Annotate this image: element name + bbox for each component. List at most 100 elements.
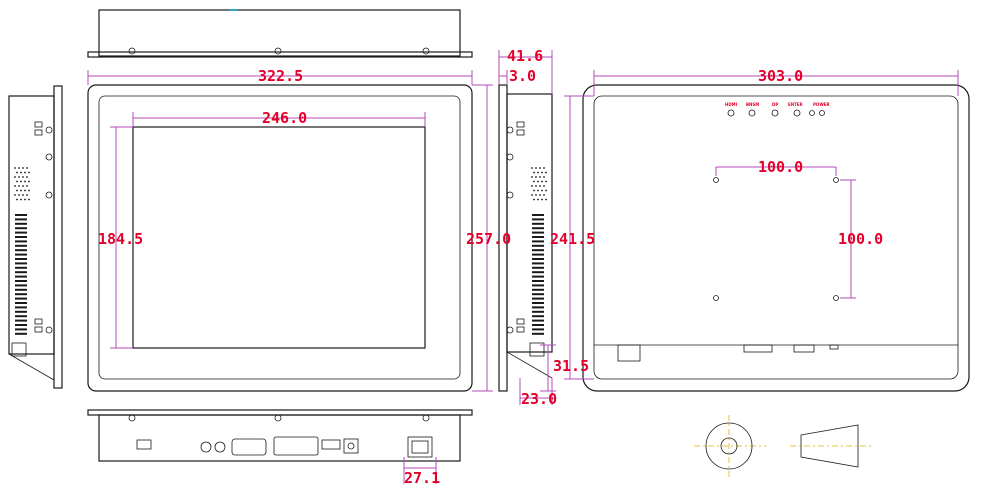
vent-dot (535, 194, 537, 196)
vent-dot (16, 198, 18, 201)
vent-slot (532, 253, 544, 256)
side-offset-label: 23.0 (521, 390, 557, 408)
bottom-view (87, 409, 473, 462)
vent-slot (15, 293, 27, 296)
vent-slot (532, 284, 544, 287)
vent-dot (28, 171, 30, 174)
vent-slot (532, 332, 544, 335)
vent-dot (18, 167, 20, 169)
led-label-bnsm: BNSM (746, 102, 759, 107)
vent-slot (532, 306, 544, 309)
vent-dot (22, 176, 24, 178)
vent-slot (15, 280, 27, 282)
vent-dot (20, 189, 22, 192)
vent-slot (15, 222, 27, 225)
vent-dot (531, 176, 533, 178)
vent-slot (15, 319, 27, 322)
back-width-label: 303.0 (758, 67, 803, 85)
vent-dot (20, 180, 22, 183)
vent-slot (15, 262, 27, 265)
vent-dot (535, 185, 537, 187)
vent-dot (541, 198, 543, 201)
vent-slot (15, 236, 27, 238)
vent-dot (531, 194, 533, 196)
vent-slot (15, 288, 27, 291)
vent-dot (545, 189, 547, 192)
vent-dot (14, 185, 16, 187)
hdmi-port (321, 439, 341, 450)
hole-detail (694, 415, 766, 478)
bezel-label: 3.0 (509, 67, 536, 85)
vent-slot (15, 240, 27, 243)
vent-dot (541, 171, 543, 174)
usb-port (136, 439, 152, 450)
vent-dot (22, 185, 24, 187)
vent-slot (532, 271, 544, 274)
right-side-view (498, 84, 553, 392)
vent-slot (15, 244, 27, 247)
vesa-vertical-label: 100.0 (838, 230, 883, 248)
vent-slot (532, 328, 544, 331)
vent-slot (532, 240, 544, 243)
bottom-offset-label: 31.5 (553, 357, 589, 375)
vent-slot (532, 227, 544, 230)
vent-dot (533, 180, 535, 183)
vesa-hole-bottom-right (833, 295, 839, 301)
vent-dot (533, 171, 535, 174)
screen-width-label: 246.0 (262, 109, 307, 127)
vent-slot (532, 262, 544, 265)
dvi-port (273, 436, 319, 456)
vent-dot (535, 176, 537, 178)
vent-slot (15, 315, 27, 318)
vent-dot (541, 180, 543, 183)
vent-dot (531, 167, 533, 169)
vent-slot (532, 297, 544, 300)
back-view: HDMI BNSM DP ENTER POWER (582, 84, 970, 392)
vga-port (231, 438, 267, 456)
vent-dot (537, 198, 539, 201)
vent-slot (15, 332, 27, 335)
vent-dot (533, 189, 535, 192)
vent-dot (539, 185, 541, 187)
led-label-enter: ENTER (788, 102, 803, 107)
vent-dot (539, 194, 541, 196)
led-label-dp: DP (772, 102, 778, 107)
vent-slot (532, 310, 544, 313)
vent-slot (15, 218, 27, 221)
vent-slot (15, 253, 27, 256)
front-view (87, 84, 473, 392)
vent-dot (539, 176, 541, 178)
audio-jack (200, 441, 212, 453)
led-label-hdmi: HDMI (725, 102, 738, 107)
vent-slot (532, 222, 544, 225)
vent-dot (24, 180, 26, 183)
vent-dot (541, 189, 543, 192)
vent-slot (532, 319, 544, 322)
vent-slot (15, 306, 27, 309)
vent-slot (15, 310, 27, 313)
vent-dot (24, 171, 26, 174)
vent-dot (14, 176, 16, 178)
left-side-view (8, 85, 63, 389)
vent-dot (20, 171, 22, 174)
vent-dot (24, 198, 26, 201)
audio-jack (214, 441, 226, 453)
vent-slot (532, 249, 544, 252)
vent-slot (15, 275, 27, 278)
vent-slot (532, 275, 544, 278)
vent-slot (532, 280, 544, 282)
vent-dot (14, 167, 16, 169)
terminal-connector (407, 436, 433, 458)
taper-detail (790, 424, 872, 468)
vent-slot (15, 227, 27, 230)
vent-slot (532, 214, 544, 216)
vent-dot (543, 167, 545, 169)
vent-slot (15, 266, 27, 269)
vent-dot (539, 167, 541, 169)
vent-dot (18, 194, 20, 196)
dimension-lines (87, 50, 959, 484)
vesa-horizontal-label: 100.0 (758, 158, 803, 176)
vent-dot (545, 180, 547, 183)
vent-dot (28, 180, 30, 183)
